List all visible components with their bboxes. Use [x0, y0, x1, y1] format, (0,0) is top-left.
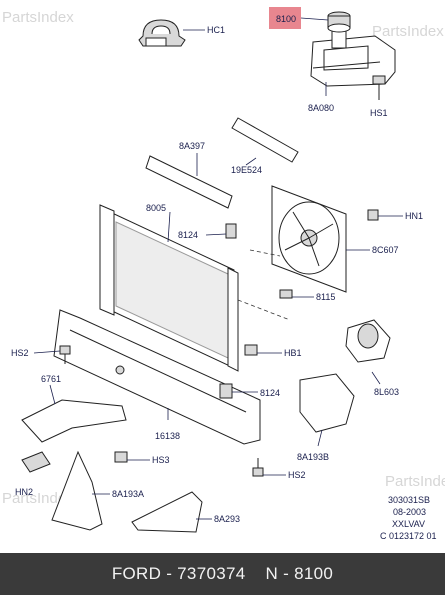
- lower-support-16138-part: [53, 309, 261, 445]
- footer-bar: FORD - 7370374 N - 8100: [0, 553, 445, 595]
- callout-8a397: 8A397: [179, 141, 205, 151]
- callout-8l603: 8L603: [374, 387, 399, 397]
- callout-8100: 8100: [276, 14, 296, 24]
- reference-line-1: 303031SB: [388, 495, 430, 505]
- radiator-mount-8124-bottom-part: [219, 383, 233, 399]
- bolt-hn1-part: [367, 209, 403, 221]
- callout-hn1: HN1: [405, 211, 423, 221]
- footer-part-label: FORD - 7370374 N - 8100: [111, 564, 334, 583]
- callout-hn2: HN2: [15, 487, 33, 497]
- reference-line-2: 08-2003: [393, 507, 426, 517]
- watermark-top-left: PartsIndex: [2, 9, 74, 26]
- parts-diagram: PartsIndex PartsIndex PartsIndex PartsIn…: [2, 7, 445, 541]
- callout-8115: 8115: [316, 292, 335, 302]
- callout-8a080: 8A080: [308, 103, 334, 113]
- drain-plug-8115-part: [279, 289, 293, 299]
- reference-line-4: C 0123172 01: [380, 531, 437, 541]
- bolt-hb1-part: [244, 344, 258, 356]
- mount-8l603-part: [345, 319, 391, 363]
- callout-hs3: HS3: [152, 455, 170, 465]
- callout-8124-top: 8124: [178, 230, 198, 240]
- callout-19e524: 19E524: [231, 165, 262, 175]
- reference-line-3: XXLVAV: [392, 519, 425, 529]
- callout-8c607: 8C607: [372, 245, 399, 255]
- callout-8a293: 8A293: [214, 514, 240, 524]
- clip-hn2-part: [21, 451, 51, 473]
- callout-8100-highlight: [269, 7, 301, 29]
- reference-block: 303031SB 08-2003 XXLVAV C 0123172 01: [380, 495, 437, 541]
- callout-hs2-right: HS2: [288, 470, 306, 480]
- callout-6761: 6761: [41, 374, 61, 384]
- callout-hs1: HS1: [370, 108, 388, 118]
- clamp-hc1-part: [138, 19, 186, 47]
- callout-8a193a: 8A193A: [112, 489, 144, 499]
- radiator-part: [99, 204, 239, 372]
- radiator-mount-8124-top-part: [225, 223, 237, 239]
- bracket-8a293-part: [131, 491, 203, 533]
- callout-hs2-left: HS2: [11, 348, 29, 358]
- watermark-bottom-left: PartsIndex: [2, 490, 74, 507]
- bracket-6761-part: [21, 399, 127, 443]
- bolt-hs1-part: [372, 75, 386, 100]
- air-deflector-8a397-part: [145, 155, 233, 209]
- bolt-hs2-right-part: [252, 458, 264, 477]
- seal-19e524-part: [231, 117, 299, 163]
- callout-8a193b: 8A193B: [297, 452, 329, 462]
- bracket-8a193a-part: [51, 450, 103, 531]
- expansion-tank-part: [310, 29, 396, 87]
- callout-8005: 8005: [146, 203, 166, 213]
- callout-16138: 16138: [155, 431, 180, 441]
- fan-shroud-part: [271, 185, 347, 293]
- watermark-bottom-right: PartsIndex: [385, 473, 445, 490]
- bolt-hs3-part: [114, 451, 128, 463]
- callout-hb1: HB1: [284, 348, 302, 358]
- watermark-top-right: PartsIndex: [372, 23, 444, 40]
- callout-8124-bottom: 8124: [260, 388, 280, 398]
- callout-hc1: HC1: [207, 25, 225, 35]
- bolt-hs2-left-part: [59, 345, 71, 364]
- bracket-8a193b-part: [299, 373, 355, 433]
- radiator-cap-part: [327, 11, 351, 33]
